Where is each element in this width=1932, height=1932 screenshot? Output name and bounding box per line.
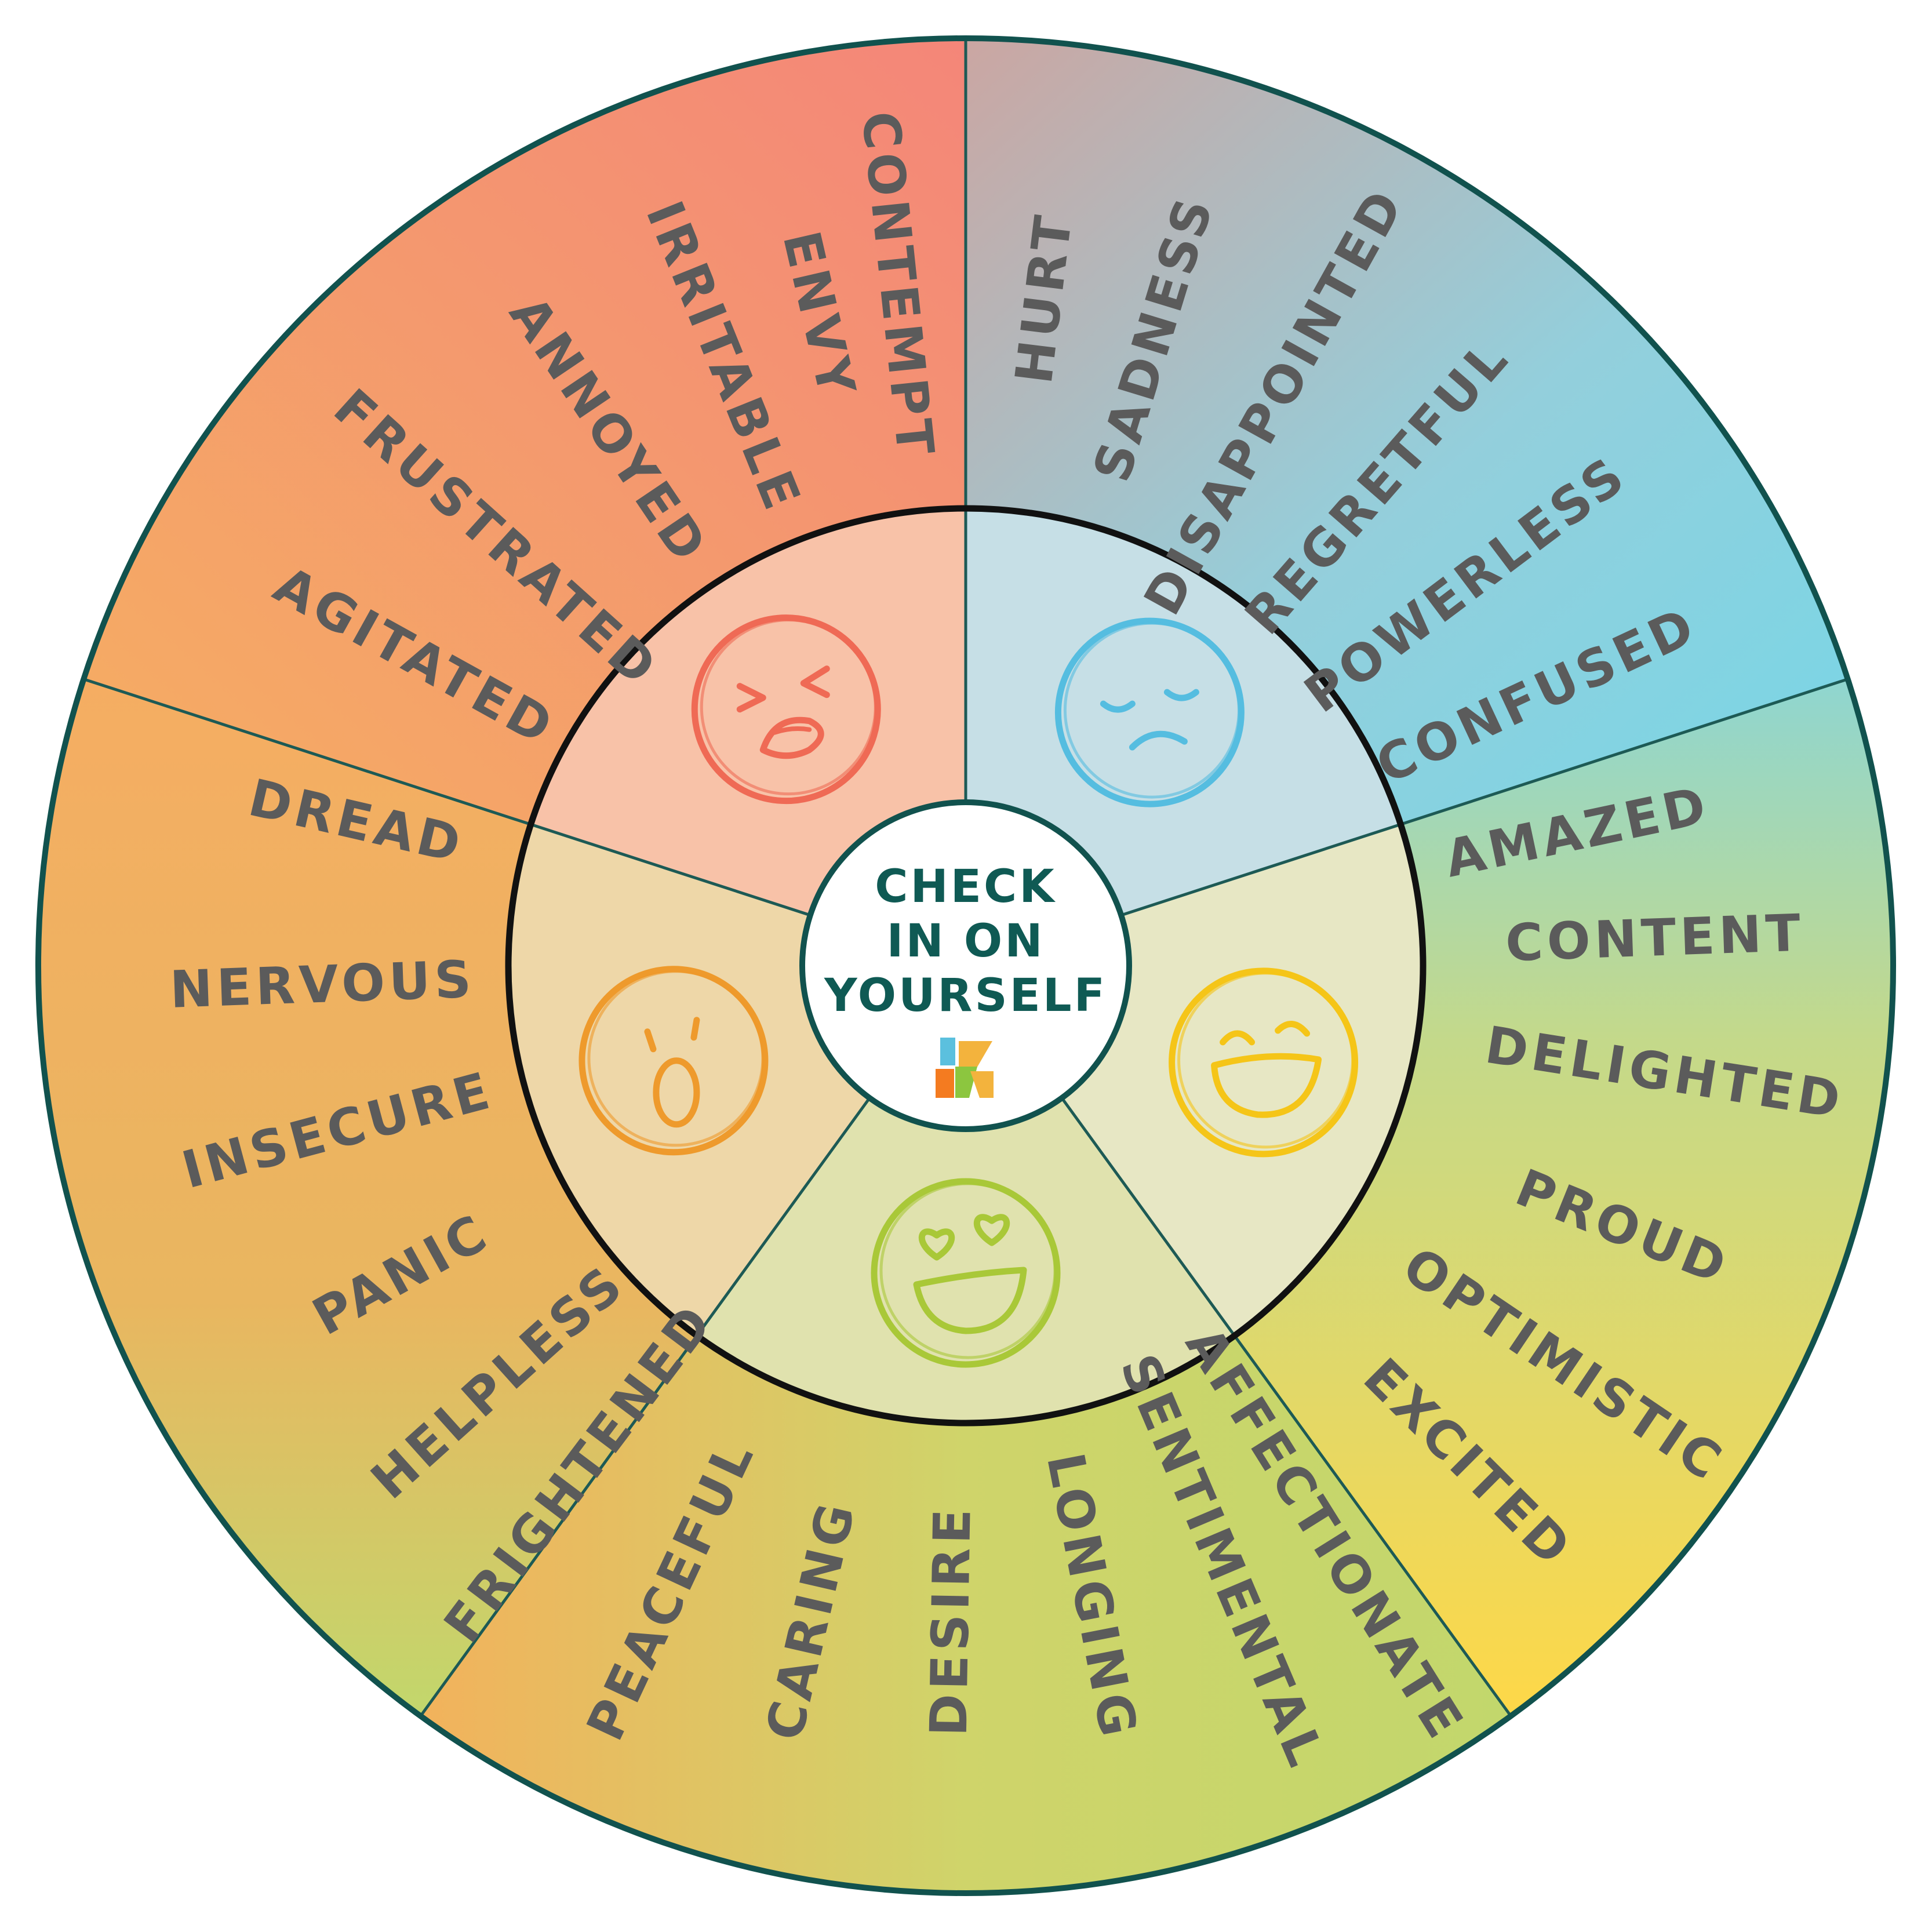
angry-face-icon [691,614,881,805]
outer-ring [39,39,1892,1892]
emotion-word-content: CONTENT [1504,903,1805,973]
emotion-word-desire: DESIRE [919,1504,983,1737]
emotion-word-nervous: NERVOUS [169,949,476,1020]
outer-segment-fear [39,679,697,1715]
outer-segment-sadness [966,39,1847,825]
center-title-line-3: YOURSELF [824,970,1107,1022]
divider-love [1060,1097,1512,1716]
outer-segment-joy [1234,679,1892,1715]
divider-joy [1120,678,1847,917]
logo-icon [936,1038,994,1098]
inner-segment-love [697,1098,1235,1423]
inner-border [505,505,1427,1427]
divider-fear [420,1097,871,1716]
outer-segment-love [421,1336,1511,1892]
face-icons [578,614,1359,1368]
segment-dividers [84,39,1847,1716]
inner-segment-sadness [966,508,1401,915]
inner-ring [508,508,1423,1423]
center-hub: CHECK IN ON YOURSELF [799,799,1132,1132]
divider-anger [84,678,811,917]
center-title-line-1: CHECK [875,861,1057,913]
happy-face-icon [1169,967,1359,1158]
surprised-face-icon [578,966,769,1156]
outer-border [35,35,1896,1896]
heart-eyes-face-icon [871,1178,1061,1368]
sad-face-icon [1054,617,1245,807]
outer-segment-anger [85,39,966,825]
inner-segment-anger [530,508,966,915]
inner-segment-fear [508,824,870,1336]
inner-segment-joy [1061,824,1423,1336]
center-circle [799,799,1132,1132]
center-title-line-2: IN ON [886,915,1045,967]
